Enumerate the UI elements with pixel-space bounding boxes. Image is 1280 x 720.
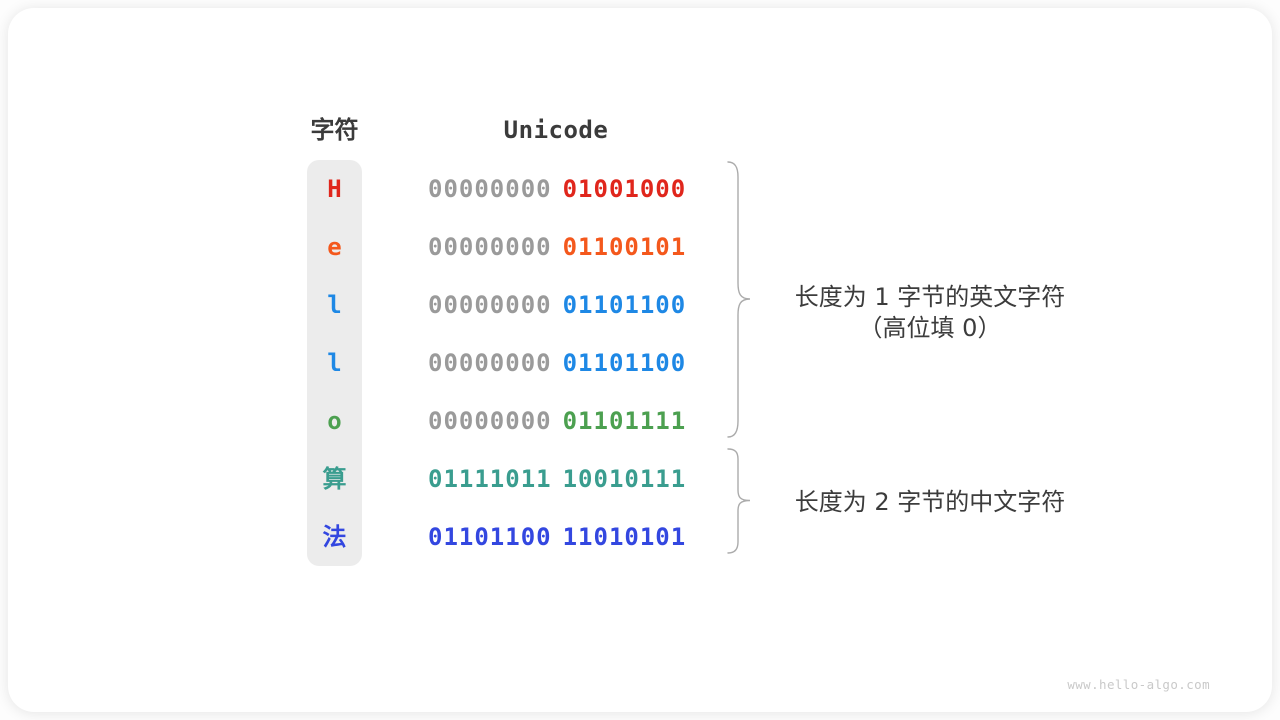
char-cell: l bbox=[327, 349, 342, 377]
binary-cell: 00000000 01101100 bbox=[428, 293, 686, 317]
table-row: o 00000000 01101111 bbox=[307, 392, 707, 450]
table-row: H 00000000 01001000 bbox=[307, 160, 707, 218]
byte1: 00000000 bbox=[428, 291, 552, 319]
byte1: 01111011 bbox=[428, 465, 552, 493]
annotation-one-byte: 长度为 1 字节的英文字符 （高位填 0） bbox=[750, 282, 1110, 344]
unicode-column-header: Unicode bbox=[503, 116, 609, 144]
char-column-header: 字符 bbox=[310, 116, 359, 144]
char-cell: H bbox=[327, 175, 342, 203]
byte1: 00000000 bbox=[428, 349, 552, 377]
byte2: 10010111 bbox=[562, 465, 687, 493]
byte1: 01101100 bbox=[428, 523, 552, 551]
table-row: l 00000000 01101100 bbox=[307, 276, 707, 334]
table-rows: H 00000000 01001000 e 00000000 01100101 l … bbox=[307, 160, 707, 566]
char-cell: l bbox=[327, 291, 342, 319]
table-row: 法 01101100 11010101 bbox=[307, 508, 707, 566]
char-column-background bbox=[307, 160, 362, 566]
byte2: 01001000 bbox=[562, 175, 687, 203]
annotation-two-byte: 长度为 2 字节的中文字符 bbox=[794, 488, 1066, 516]
byte2: 01101100 bbox=[562, 291, 687, 319]
byte1: 00000000 bbox=[428, 233, 552, 261]
binary-cell: 01101100 11010101 bbox=[428, 525, 686, 549]
table-row: 算 01111011 10010111 bbox=[307, 450, 707, 508]
brace-two-byte-group bbox=[727, 448, 751, 554]
binary-cell: 01111011 10010111 bbox=[428, 467, 686, 491]
char-cell: e bbox=[327, 233, 342, 261]
binary-cell: 00000000 01001000 bbox=[428, 177, 686, 201]
char-cell: o bbox=[327, 407, 342, 435]
table-row: e 00000000 01100101 bbox=[307, 218, 707, 276]
annotation-one-byte-line2: （高位填 0） bbox=[858, 314, 1002, 342]
char-cell: 法 bbox=[322, 523, 347, 551]
byte1: 00000000 bbox=[428, 175, 552, 203]
byte2: 01101111 bbox=[562, 407, 687, 435]
binary-cell: 00000000 01101100 bbox=[428, 351, 686, 375]
binary-cell: 00000000 01100101 bbox=[428, 235, 686, 259]
byte2: 11010101 bbox=[562, 523, 687, 551]
byte1: 00000000 bbox=[428, 407, 552, 435]
brace-one-byte-group bbox=[727, 161, 751, 438]
annotation-one-byte-line1: 长度为 1 字节的英文字符 bbox=[794, 283, 1066, 311]
byte2: 01101100 bbox=[562, 349, 687, 377]
binary-cell: 00000000 01101111 bbox=[428, 409, 686, 433]
byte2: 01100101 bbox=[562, 233, 687, 261]
diagram-card bbox=[8, 8, 1272, 712]
table-row: l 00000000 01101100 bbox=[307, 334, 707, 392]
watermark-url: www.hello-algo.com bbox=[1067, 677, 1210, 692]
char-cell: 算 bbox=[322, 465, 347, 493]
